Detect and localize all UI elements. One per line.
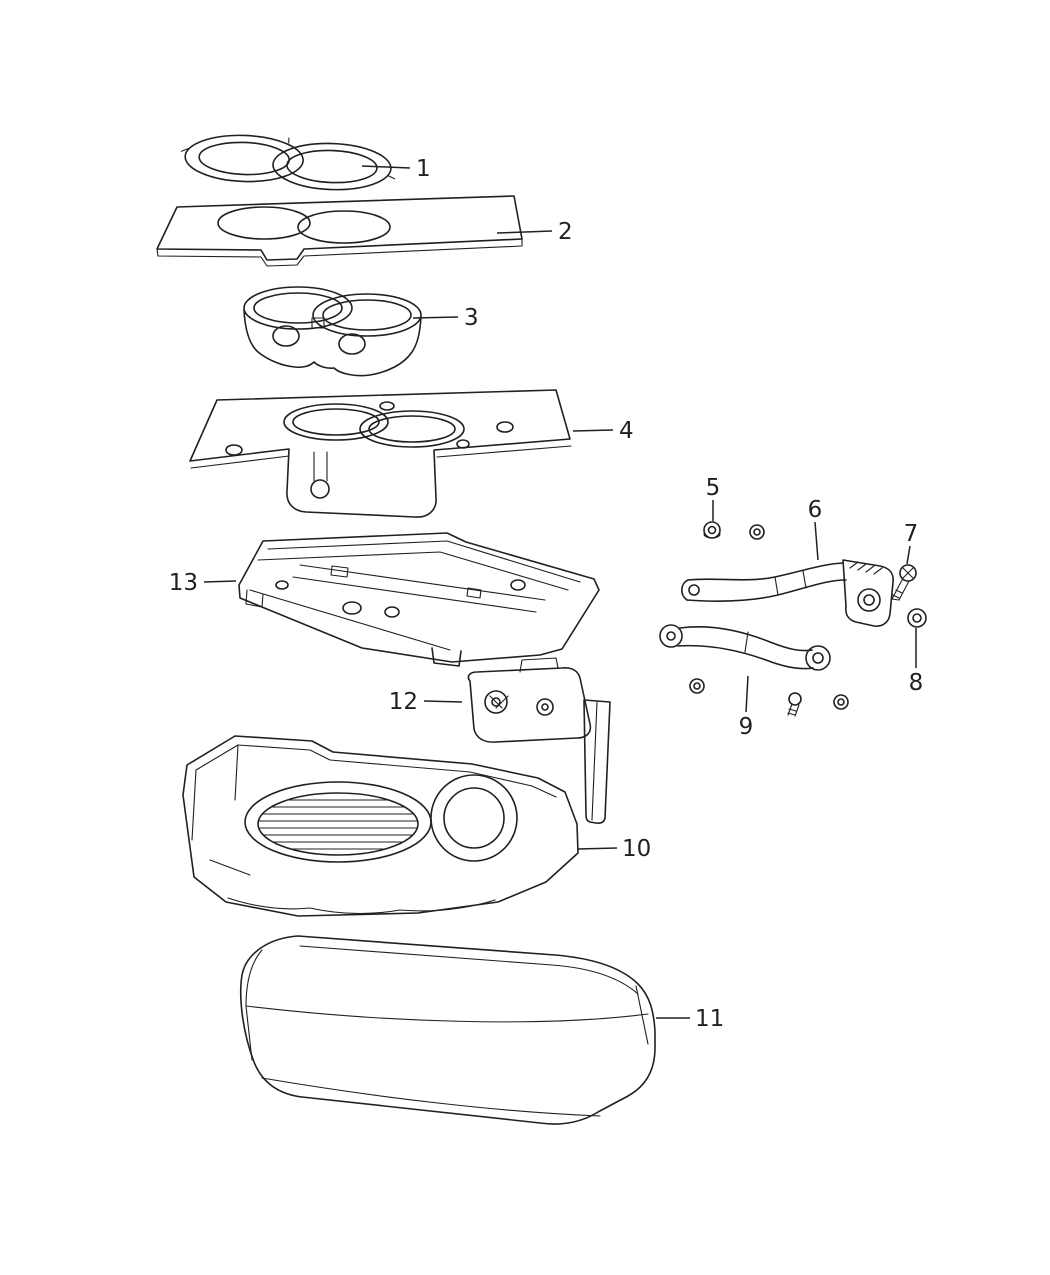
callout-1: 1 — [416, 156, 431, 182]
part-1-cupholder-liner — [180, 134, 396, 191]
part-6-bracket-strap — [681, 559, 894, 627]
leader-1 — [361, 165, 411, 169]
part-3-cupholder-insert — [243, 286, 422, 377]
leader-3 — [412, 316, 459, 319]
callout-3: 3 — [464, 305, 479, 331]
part-2-console-mat — [156, 195, 523, 267]
callout-7: 7 — [904, 521, 919, 547]
part-11-console-bin — [239, 935, 656, 1125]
part-7-screw — [891, 564, 917, 601]
fastener-screws — [689, 678, 849, 717]
callout-8: 8 — [909, 670, 924, 696]
part-12-latch-bracket — [467, 657, 611, 824]
callout-labels: 1 2 3 4 5 6 7 8 9 10 11 12 13 — [169, 156, 924, 1032]
callout-10: 10 — [622, 836, 651, 862]
callout-2: 2 — [558, 219, 573, 245]
callout-9: 9 — [739, 714, 754, 740]
callout-13: 13 — [169, 570, 198, 596]
callout-5: 5 — [706, 475, 721, 501]
leader-7 — [906, 545, 911, 565]
leader-10 — [577, 847, 618, 850]
callout-6: 6 — [808, 497, 823, 523]
leader-9 — [745, 675, 749, 713]
part-13-support-frame — [238, 532, 600, 667]
part-4-bracket-plate — [189, 389, 572, 518]
leader-2 — [496, 230, 553, 234]
part-5-nut — [703, 521, 765, 540]
leader-lines — [203, 165, 917, 1019]
part-10-cupholder-housing — [182, 735, 579, 917]
callout-12: 12 — [389, 689, 418, 715]
part-8-nut — [907, 608, 927, 628]
leader-4 — [572, 429, 614, 432]
part-9-bracket-strap — [659, 624, 831, 671]
leader-12 — [423, 700, 463, 703]
callout-4: 4 — [619, 418, 634, 444]
leader-13 — [203, 580, 237, 583]
callout-11: 11 — [695, 1006, 724, 1032]
leader-6 — [814, 521, 819, 561]
